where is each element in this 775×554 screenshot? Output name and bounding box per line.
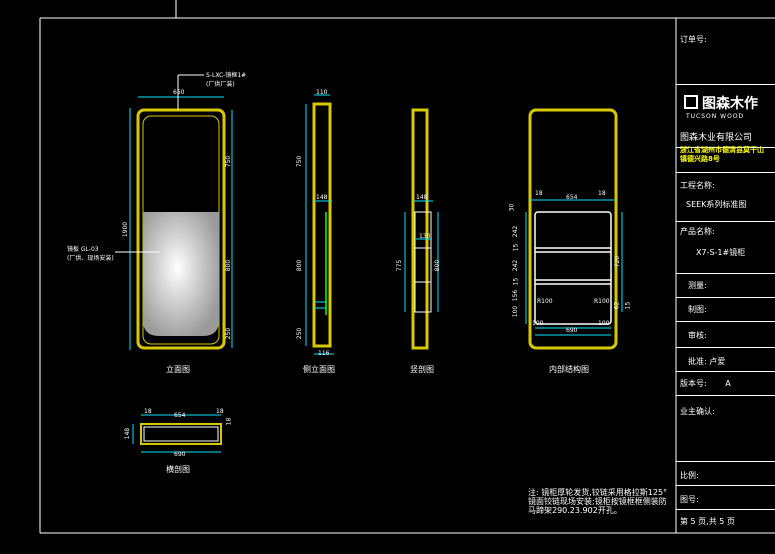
dim-int-shelf2: 242 bbox=[512, 259, 520, 272]
draw-field: 制图: bbox=[676, 298, 775, 322]
logo-block: 图森木作 TUCSON WOOD bbox=[676, 85, 775, 148]
company-name: 图森木业有限公司 bbox=[680, 133, 753, 143]
review-field: 审核: bbox=[676, 322, 775, 348]
cross-section-title: 横剖图 bbox=[166, 465, 190, 474]
dim-side-depth: 148 bbox=[316, 194, 328, 201]
cross-section bbox=[132, 414, 222, 453]
dim-int-bottom-right: 100 bbox=[598, 320, 610, 327]
mirror-callout: 镜板 GL-03 bbox=[67, 246, 99, 253]
dim-int-side-62: 62 bbox=[613, 301, 621, 310]
project-field: 工程名称: SEEK系列标准图 bbox=[676, 174, 775, 222]
dim-side-low: 250 bbox=[296, 327, 304, 340]
dim-int-r2: R100 bbox=[594, 298, 610, 305]
dim-int-base: 100 bbox=[512, 305, 520, 318]
approve-field: 批准: 卢爱 bbox=[676, 348, 775, 372]
product-value: X7-S-1#镜柜 bbox=[696, 248, 746, 257]
version-field: 版本号: A bbox=[676, 372, 775, 396]
vertical-section-title: 竖剖图 bbox=[410, 365, 434, 374]
product-label: 产品名称: bbox=[680, 227, 715, 236]
dim-cross-left: 18 bbox=[144, 408, 152, 415]
dim-section-depth: 148 bbox=[416, 194, 428, 201]
title-block: 订单号: 图森木作 TUCSON WOOD 图森木业有限公司 浙江省湖州市德清县… bbox=[676, 22, 775, 532]
top-part-callout-note: (厂供厂装) bbox=[206, 81, 235, 88]
dim-int-bottom-width: 690 bbox=[566, 327, 578, 334]
dim-int-gap2: 15 bbox=[512, 277, 520, 286]
drawing-no-field: 图号: bbox=[676, 486, 775, 510]
logo-text: 图森木作 bbox=[702, 96, 758, 112]
company-address: 浙江省湖州市德清县莫干山镇德兴路8号 bbox=[680, 146, 764, 163]
dim-front-upper: 750 bbox=[225, 155, 233, 168]
dim-section-mid: 800 bbox=[434, 259, 442, 272]
dim-front-mid: 800 bbox=[225, 259, 233, 272]
survey-field: 测量: bbox=[676, 274, 775, 298]
dim-int-right-h: 720 bbox=[614, 255, 622, 268]
version-value: A bbox=[725, 379, 731, 388]
dim-cross-depth: 148 bbox=[124, 427, 132, 440]
dim-int-gap1: 15 bbox=[512, 243, 520, 252]
dim-int-left: 18 bbox=[535, 190, 543, 197]
dim-int-r1: R100 bbox=[537, 298, 553, 305]
order-no-label: 订单号: bbox=[680, 35, 707, 44]
dim-int-bottom-left: 100 bbox=[532, 320, 544, 327]
dim-int-shelf3: 156 bbox=[512, 289, 520, 302]
dim-side-mid: 800 bbox=[296, 259, 304, 272]
vertical-section bbox=[404, 108, 439, 350]
dim-int-shelf1: 242 bbox=[512, 225, 520, 238]
dim-side-bottom: 116 bbox=[318, 350, 330, 357]
dim-int-right: 18 bbox=[598, 190, 606, 197]
version-label: 版本号: bbox=[680, 379, 707, 388]
dim-int-width: 654 bbox=[566, 194, 578, 201]
dim-side-upper: 750 bbox=[296, 155, 304, 168]
dim-int-top: 30 bbox=[508, 203, 516, 212]
internal-structure bbox=[525, 108, 623, 350]
order-no-field: 订单号: bbox=[676, 22, 775, 85]
owner-confirm-field: 业主确认: bbox=[676, 396, 775, 462]
project-label: 工程名称: bbox=[680, 181, 715, 190]
front-elevation-title: 立面图 bbox=[166, 365, 190, 374]
dim-cross-width: 654 bbox=[174, 412, 186, 419]
dim-cross-right: 18 bbox=[216, 408, 224, 415]
dim-section-inner: 130 bbox=[419, 233, 431, 240]
dim-front-width: 650 bbox=[173, 89, 185, 96]
dim-front-low: 250 bbox=[225, 327, 233, 340]
dim-front-height: 1900 bbox=[122, 221, 130, 238]
product-field: 产品名称: X7-S-1#镜柜 bbox=[676, 222, 775, 274]
project-value: SEEK系列标准图 bbox=[686, 200, 747, 209]
dim-cross-side: 18 bbox=[225, 417, 233, 426]
dim-int-side-small: 15 bbox=[624, 301, 632, 310]
front-elevation bbox=[115, 74, 233, 350]
logo-subtitle: TUCSON WOOD bbox=[686, 113, 745, 120]
scale-field: 比例: bbox=[676, 462, 775, 486]
logo-icon bbox=[684, 95, 698, 109]
drawing-note: 注: 镜柜厚轮发货,铰链采用格拉斯125°镜面铰链现场安装;镜柜按镜框框侧装防马… bbox=[528, 488, 668, 515]
internal-structure-title: 内部结构图 bbox=[549, 365, 589, 374]
dim-cross-total: 690 bbox=[174, 451, 186, 458]
page-field: 第 5 页,共 5 页 bbox=[680, 517, 735, 526]
top-part-callout: S-LXC-镜框1# bbox=[206, 72, 247, 79]
dim-section-height: 775 bbox=[396, 259, 404, 272]
dim-side-top: 110 bbox=[316, 89, 328, 96]
side-elevation-title: 侧立面图 bbox=[303, 365, 335, 374]
side-elevation bbox=[305, 94, 334, 355]
mirror-callout-note: (厂供、现场安装) bbox=[67, 255, 114, 262]
